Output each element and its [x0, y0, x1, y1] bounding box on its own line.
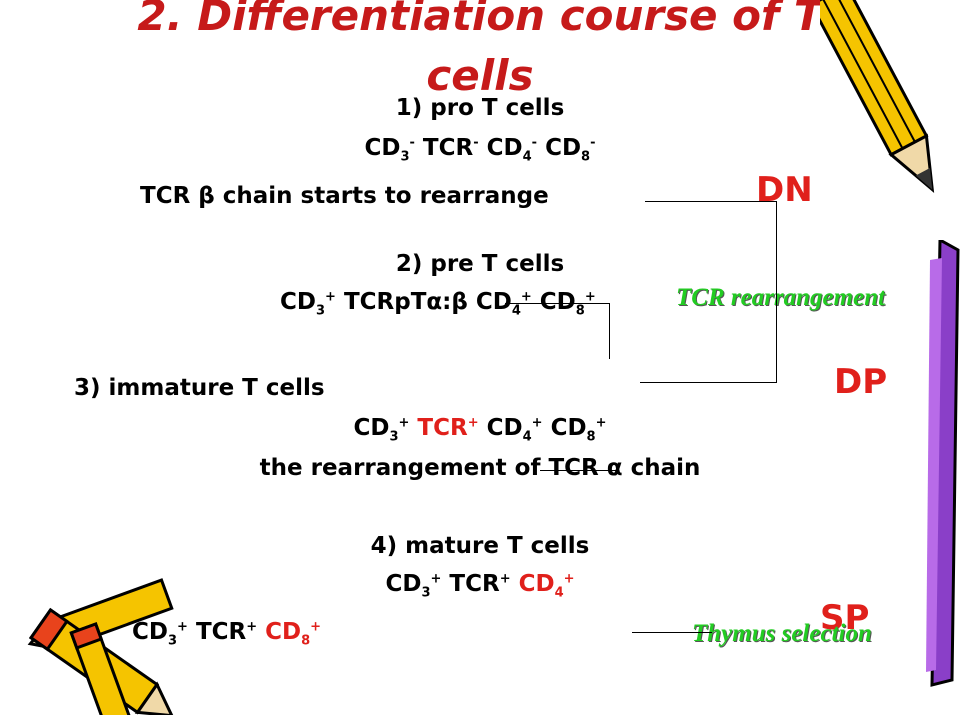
stage-dp-label: DP: [834, 362, 888, 402]
connector-pre-bracket-top: [505, 303, 610, 304]
step-pre-markers: CD3+ TCRpTα:β CD4+ CD8+: [280, 289, 596, 319]
step-mature-cd8-line: CD3+ TCR+ CD8+: [132, 619, 322, 649]
stage-dn-label: DN: [756, 170, 813, 210]
pencil-icon: [926, 240, 960, 687]
step-immature-note: the rearrangement of TCR α chain: [259, 455, 701, 481]
step-mature-heading: 4) mature T cells: [370, 533, 590, 559]
connector-pre-bracket-vertical: [609, 303, 610, 359]
thymus-selection-annotation: Thymus selection: [692, 620, 872, 647]
connector-dn-vertical: [776, 201, 777, 383]
connector-immature-bracket: [540, 470, 618, 471]
step-pre-heading: 2) pre T cells: [395, 251, 565, 277]
step-immature-markers: CD3+ TCR+ CD4+ CD8+: [353, 415, 607, 445]
connector-sp: [632, 632, 712, 633]
connector-dp-bottom: [640, 382, 777, 383]
crayon-icon: [27, 578, 175, 715]
stage-sp-label: SP: [820, 598, 870, 638]
tcr-rearrangement-annotation: TCR rearrangement: [676, 284, 886, 311]
title-line-2: cells: [426, 51, 534, 100]
step-mature-cd4-line: CD3+ TCR+ CD4+: [385, 571, 575, 601]
pencil-icon: [820, 0, 935, 194]
step-pro-markers: CD3- TCR- CD4- CD8-: [364, 135, 596, 165]
step-pro-heading: 1) pro T cells: [395, 95, 565, 121]
step-pro-note: TCR β chain starts to rearrange: [140, 183, 549, 209]
connector-dn-top: [645, 201, 777, 202]
slide-title: 2. Differentiation course of T cells: [0, 0, 960, 106]
step-immature-heading: 3) immature T cells: [74, 375, 325, 401]
title-line-1: 2. Differentiation course of T: [137, 0, 823, 40]
